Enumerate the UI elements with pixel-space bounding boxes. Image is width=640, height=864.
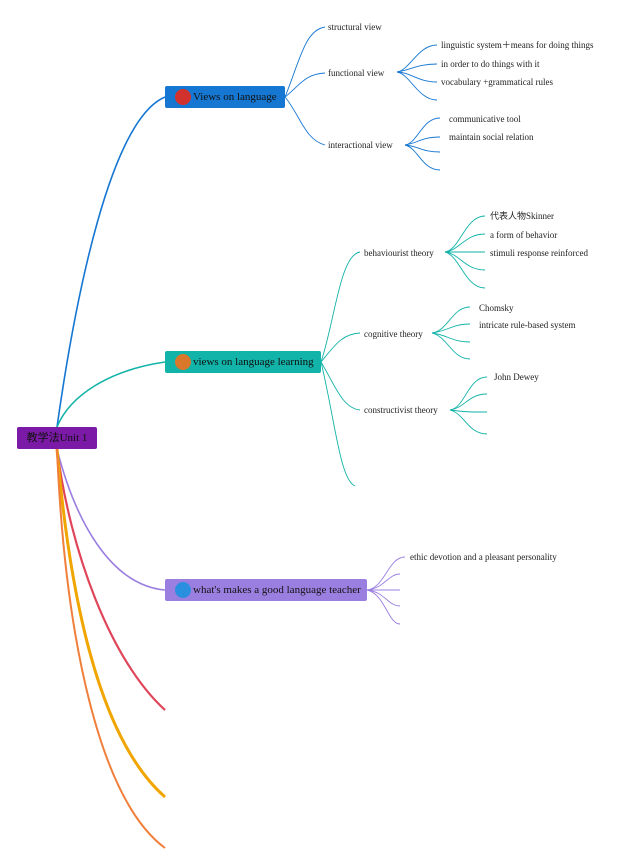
branch-good-teacher-connectors <box>366 556 406 625</box>
root-node-label: 教学法Unit 1 <box>26 432 88 444</box>
node-good-language-teacher-label: what's makes a good language teacher <box>193 584 361 596</box>
node-interactional-child-2[interactable]: maintain social relation <box>449 132 534 142</box>
connector-teacher-child-5 <box>366 589 401 625</box>
connector-functional-view <box>284 72 326 98</box>
connector-behaviourist-child-5 <box>444 251 486 289</box>
connector-interactional-view <box>284 96 326 146</box>
connector-functional-child-3 <box>396 71 438 83</box>
connector-cognitive-child-2 <box>431 323 471 334</box>
connector-root-extra-orange <box>56 448 166 849</box>
connector-teacher-child-2 <box>366 573 401 591</box>
connector-functional-child-2 <box>396 63 438 73</box>
connector-cognitive-child-4 <box>431 332 471 360</box>
node-functional-child-2[interactable]: in order to do things with it <box>441 59 540 69</box>
connector-root-extra-red <box>55 448 166 711</box>
node-marker-icon <box>175 582 191 598</box>
branch-views-on-language-learning-connectors <box>320 215 488 487</box>
connector-root-good-teacher <box>56 448 166 591</box>
connector-teacher-child-1 <box>366 556 406 591</box>
node-behaviourist-theory[interactable]: behaviourist theory <box>364 248 434 258</box>
connector-behaviourist-child-1 <box>444 215 486 253</box>
connector-root-views-on-language-learning <box>56 361 166 428</box>
node-marker-icon <box>175 89 191 105</box>
node-views-on-language-learning[interactable]: views on language learning <box>165 351 321 373</box>
connector-interactional-child-3 <box>404 144 441 153</box>
node-cognitive-theory[interactable]: cognitive theory <box>364 329 423 339</box>
connector-cognitive-child-1 <box>431 306 471 334</box>
node-constructivist-child-1[interactable]: John Dewey <box>494 372 539 382</box>
connector-behaviourist-child-4 <box>444 251 486 271</box>
connector-teacher-child-4 <box>366 589 401 607</box>
connector-constructivist-child-3 <box>449 409 488 413</box>
node-behaviourist-child-2[interactable]: a form of behavior <box>490 230 558 240</box>
branch-views-on-language-connectors <box>284 26 441 171</box>
node-functional-view[interactable]: functional view <box>328 68 385 78</box>
node-functional-child-1[interactable]: linguistic system＋means for doing things <box>441 40 594 50</box>
connector-functional-child-4 <box>396 71 438 101</box>
node-cognitive-child-2[interactable]: intricate rule-based system <box>479 320 576 330</box>
node-marker-icon <box>175 354 191 370</box>
connector-interactional-child-2 <box>404 136 441 146</box>
connector-constructivist-child-1 <box>449 376 488 411</box>
connector-cognitive-child-3 <box>431 332 471 343</box>
connector-constructivist-child-2 <box>449 393 488 411</box>
connector-empty-theory <box>320 361 356 487</box>
root-node[interactable]: 教学法Unit 1 <box>17 427 97 449</box>
connector-constructivist-child-4 <box>449 409 488 435</box>
node-structural-view[interactable]: structural view <box>328 22 382 32</box>
connector-root-extra-yellow <box>55 448 166 799</box>
node-interactional-view[interactable]: interactional view <box>328 140 393 150</box>
node-views-on-language[interactable]: Views on language <box>165 86 285 108</box>
connector-interactional-child-1 <box>404 117 441 146</box>
connector-interactional-child-4 <box>404 144 441 171</box>
connector-behaviourist-child-2 <box>444 233 486 253</box>
node-views-on-language-learning-label: views on language learning <box>193 356 314 368</box>
connector-behaviourist-theory <box>320 251 361 363</box>
connector-root-views-on-language <box>56 96 166 428</box>
connector-cognitive-theory <box>320 332 361 363</box>
node-cognitive-child-1[interactable]: Chomsky <box>479 303 514 313</box>
node-constructivist-theory[interactable]: constructivist theory <box>364 405 438 415</box>
node-functional-child-3[interactable]: vocabulary +grammatical rules <box>441 77 554 87</box>
node-behaviourist-child-3[interactable]: stimuli response reinforced <box>490 248 588 258</box>
node-views-on-language-label: Views on language <box>193 91 277 103</box>
node-behaviourist-child-1[interactable]: 代表人物Skinner <box>490 211 554 221</box>
node-good-language-teacher[interactable]: what's makes a good language teacher <box>165 579 367 601</box>
connector-constructivist-theory <box>320 361 361 411</box>
node-teacher-child-1[interactable]: ethic devotion and a pleasant personalit… <box>410 552 557 562</box>
connector-functional-child-1 <box>396 44 438 73</box>
node-interactional-child-1[interactable]: communicative tool <box>449 114 521 124</box>
connector-structural-view <box>284 26 326 98</box>
